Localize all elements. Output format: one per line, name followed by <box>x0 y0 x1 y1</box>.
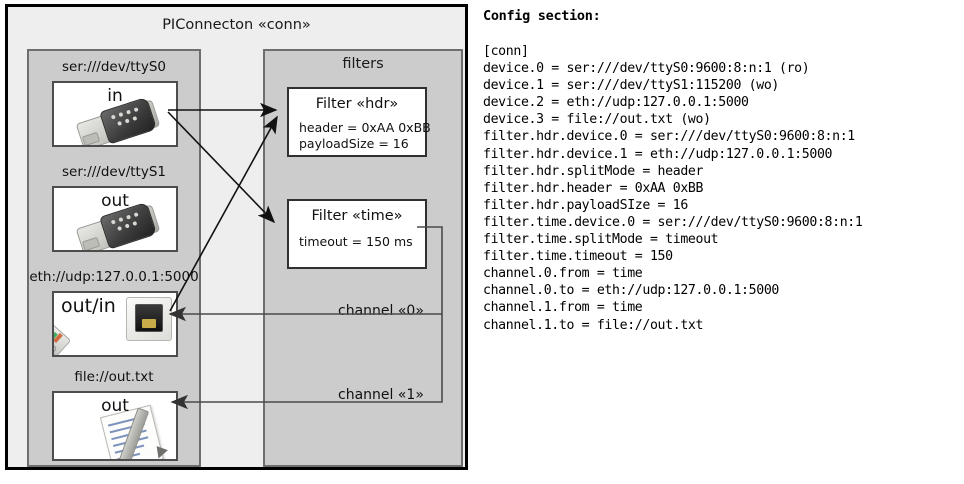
device-direction-eth: out/in <box>61 295 116 317</box>
filter-title-hdr: Filter «hdr» <box>315 96 399 112</box>
device-label-eth: eth://udp:127.0.0.1:5000 <box>29 269 199 285</box>
device-box-file[interactable]: out <box>52 391 178 461</box>
device-cell-file[interactable]: file://out.txt out <box>29 369 199 469</box>
filters-group: filters Filter «hdr» header = 0xAA 0xBB … <box>263 49 463 467</box>
filter-box-time[interactable]: Filter «time» timeout = 150 ms <box>287 199 427 269</box>
config-body: [conn] device.0 = ser:///dev/ttyS0:9600:… <box>483 44 863 333</box>
filter-title-time: Filter «time» <box>311 208 403 224</box>
device-direction-ttys0: in <box>107 86 123 106</box>
diagram-frame: PIConnecton «conn» ser:///dev/ttyS0 in <box>5 4 468 470</box>
config-heading: Config section: <box>483 8 601 24</box>
diagram-title: PIConnecton «conn» <box>162 17 311 33</box>
device-box-eth[interactable]: out/in <box>52 291 178 357</box>
device-cell-ttys0[interactable]: ser:///dev/ttyS0 in <box>29 59 199 159</box>
filter-box-hdr[interactable]: Filter «hdr» header = 0xAA 0xBB payloadS… <box>287 87 431 157</box>
filter-prop-hdr-header: header = 0xAA 0xBB <box>299 120 431 135</box>
device-label-file: file://out.txt <box>74 369 154 385</box>
filter-prop-time-timeout: timeout = 150 ms <box>299 234 413 249</box>
device-direction-ttys1: out <box>101 191 129 211</box>
ethernet-cable-icon <box>54 319 76 355</box>
ethernet-jack-icon <box>116 297 172 351</box>
device-label-ttys0: ser:///dev/ttyS0 <box>62 59 166 75</box>
filters-group-title: filters <box>342 56 384 72</box>
device-box-ttys0[interactable]: in <box>52 81 178 147</box>
channel-label-1: channel «1» <box>338 387 424 403</box>
device-direction-file: out <box>101 396 129 416</box>
devices-group: ser:///dev/ttyS0 in <box>27 49 201 467</box>
device-cell-ttys1[interactable]: ser:///dev/ttyS1 out <box>29 164 199 264</box>
device-cell-eth[interactable]: eth://udp:127.0.0.1:5000 out/in <box>17 269 211 369</box>
filter-prop-hdr-payloadsize: payloadSize = 16 <box>299 136 409 151</box>
config-pane: Config section: [conn] device.0 = ser://… <box>483 0 964 484</box>
channel-label-0: channel «0» <box>338 303 424 319</box>
device-label-ttys1: ser:///dev/ttyS1 <box>62 164 166 180</box>
device-box-ttys1[interactable]: out <box>52 186 178 252</box>
